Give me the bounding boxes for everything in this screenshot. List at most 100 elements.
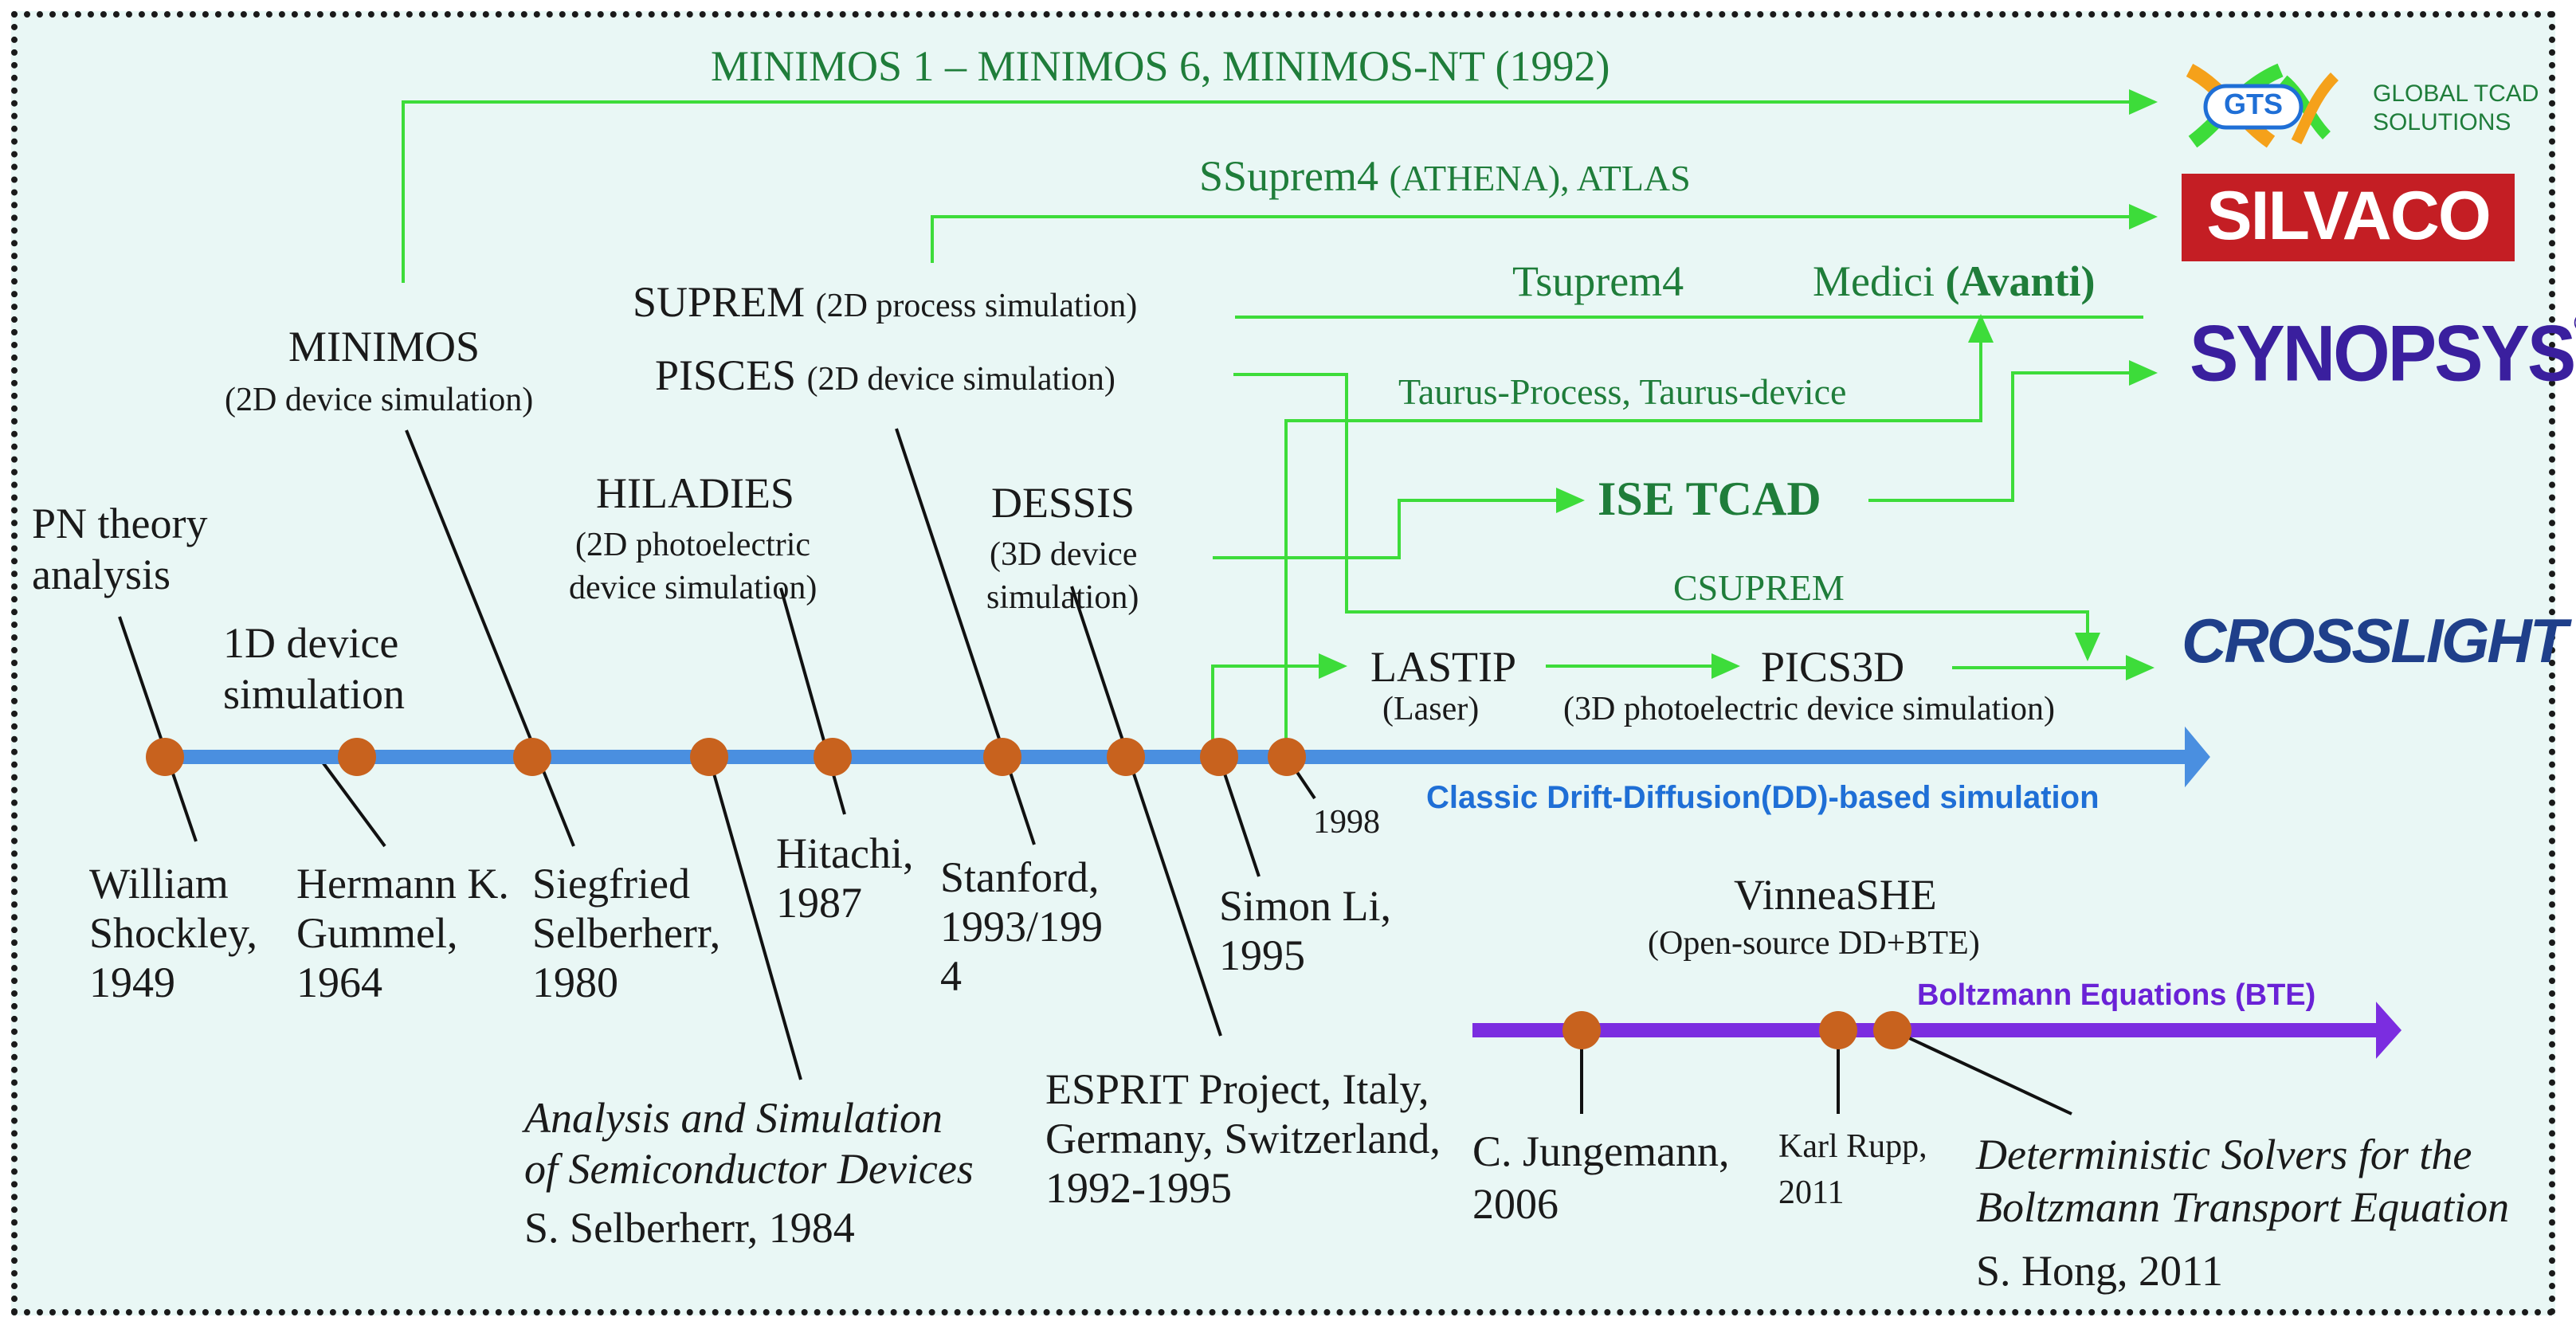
dd-axis-label: Classic Drift-Diffusion(DD)-based simula… [1426, 780, 2100, 815]
medici-label: Medici (Avanti) [1813, 257, 2095, 306]
simonli-line-1: Simon Li, [1219, 882, 1392, 930]
gts-logo-icon [2186, 63, 2339, 148]
pisces-line [1233, 373, 2100, 661]
node-1980 [513, 738, 551, 776]
lastip-subtitle: (Laser) [1382, 691, 1480, 727]
year-1998: 1998 [1313, 804, 1380, 841]
simonli-line-2: 1995 [1219, 931, 1305, 979]
gts-logo-caption: GLOBAL TCAD SOLUTIONS [2373, 80, 2539, 137]
medici-text: Medici [1813, 257, 1935, 305]
synopsys-logo: SYNOPSYS® [2190, 309, 2576, 400]
book-title-2: of Semiconductor Devices [524, 1145, 974, 1193]
dessis-subtitle-1: (3D device [990, 536, 1138, 573]
taurus-label: Taurus-Process, Taurus-device [1398, 371, 1847, 412]
connector-lines [118, 428, 1316, 1080]
selberherr-line-2: Selberherr, [532, 909, 721, 957]
bte-axis [1472, 1002, 2402, 1059]
gummel-label: Hermann K. Gummel, 1964 [296, 859, 509, 1007]
oned-2: simulation [223, 670, 405, 718]
pics3d-title: PICS3D [1761, 643, 1905, 691]
minimos-title: MINIMOS [288, 323, 480, 370]
node-1949 [146, 738, 184, 776]
suprem-subtitle: (2D process simulation) [815, 288, 1138, 324]
dd-nodes [146, 738, 1306, 776]
hitachi-line-2: 1987 [776, 879, 862, 927]
dd-axis [151, 726, 2210, 788]
selberherr-line-1: Siegfried [532, 860, 690, 908]
hitachi-label: Hitachi, 1987 [776, 829, 913, 927]
ssuprem-line [931, 204, 2158, 263]
rupp-line-2: 2011 [1778, 1174, 1845, 1211]
shockley-line-1: William [89, 860, 229, 908]
node-1987 [814, 738, 852, 776]
bte-axis-label: Boltzmann Equations (BTE) [1917, 978, 2316, 1012]
stanford-label: Stanford, 1993/199 4 [940, 853, 1103, 1001]
crosslight-logo: CROSSLIGHT [2182, 606, 2567, 676]
viennashe-subtitle: (Open-source DD+BTE) [1648, 925, 1980, 962]
node-1998 [1268, 738, 1306, 776]
hiladies-subtitle-1: (2D photoelectric [575, 527, 811, 563]
node-1992 [1107, 738, 1145, 776]
rupp-line-1: Karl Rupp, [1778, 1128, 1927, 1165]
lastip-branch-line [1211, 653, 1347, 754]
csuprem-label: CSUPREM [1673, 567, 1845, 608]
jungemann-line-1: C. Jungemann, [1472, 1127, 1730, 1175]
suprem-label: SUPREM (2D process simulation) [633, 277, 1137, 327]
ise-to-synopsys-line [1868, 360, 2158, 502]
hitachi-line-1: Hitachi, [776, 829, 914, 877]
pn-theory-2: analysis [32, 551, 171, 598]
ssuprem-main: SSuprem4 [1199, 152, 1379, 200]
dessis-title: DESSIS [991, 479, 1135, 527]
jungemann-label: C. Jungemann, 2006 [1472, 1125, 1729, 1230]
viennashe-title: VinneaSHE [1734, 871, 1937, 919]
hong-author: S. Hong, 2011 [1976, 1247, 2224, 1295]
tsuprem-label: Tsuprem4 [1512, 257, 1684, 305]
node-1964 [338, 738, 376, 776]
node-1995 [1200, 738, 1238, 776]
oned-1: 1D device [223, 619, 399, 667]
deterministic-title-2: Boltzmann Transport Equation [1976, 1183, 2510, 1231]
synopsys-text: SYNOPSYS [2190, 309, 2576, 398]
esprit-line-2: Germany, Switzerland, [1045, 1115, 1441, 1162]
jungemann-line-2: 2006 [1472, 1180, 1559, 1228]
avanti-text: (Avanti) [1945, 257, 2096, 305]
gummel-line-1: Hermann K. [296, 860, 509, 908]
pisces-subtitle: (2D device simulation) [806, 361, 1115, 398]
node-1993 [983, 738, 1021, 776]
bte-nodes [1562, 1011, 1911, 1049]
dessis-subtitle-2: simulation) [986, 579, 1139, 616]
rupp-label: Karl Rupp, 2011 [1778, 1123, 1927, 1216]
suprem-title: SUPREM [633, 278, 806, 326]
ise-tcad-label: ISE TCAD [1598, 472, 1821, 525]
node-1984 [690, 738, 728, 776]
flow-lines [402, 89, 2158, 754]
simonli-label: Simon Li, 1995 [1219, 881, 1391, 980]
stanford-line-1: Stanford, [940, 853, 1100, 901]
stanford-line-3: 4 [940, 952, 962, 1000]
taurus-line [1284, 314, 1994, 754]
ssuprem-paren: (ATHENA), ATLAS [1389, 158, 1691, 198]
shockley-label: William Shockley, 1949 [89, 859, 257, 1007]
lastip-title: LASTIP [1370, 643, 1517, 691]
stanford-line-2: 1993/199 [940, 903, 1104, 951]
pics3d-subtitle: (3D photoelectric device simulation) [1563, 691, 2055, 727]
deterministic-title-1: Deterministic Solvers for the [1976, 1131, 2472, 1178]
node-2006 [1562, 1011, 1601, 1049]
node-2011-hong [1873, 1011, 1911, 1049]
dessis-to-ise-line [1213, 488, 1585, 559]
selberherr-line-3: 1980 [532, 959, 618, 1006]
ssuprem-label: SSuprem4 (ATHENA), ATLAS [1199, 151, 1691, 201]
pn-theory-1: PN theory [32, 500, 208, 547]
minimos-line [402, 89, 2158, 283]
shockley-line-2: Shockley, [89, 909, 257, 957]
gts-caption-1: GLOBAL TCAD [2373, 80, 2539, 107]
book-title-1: Analysis and Simulation [524, 1094, 943, 1142]
gummel-line-2: Gummel, [296, 909, 458, 957]
hiladies-subtitle-2: device simulation) [569, 570, 817, 606]
pisces-label: PISCES (2D device simulation) [655, 351, 1115, 400]
esprit-label: ESPRIT Project, Italy, Germany, Switzerl… [1045, 1064, 1441, 1213]
pisces-title: PISCES [655, 351, 797, 399]
node-2011-rupp [1819, 1011, 1857, 1049]
minimos-subtitle: (2D device simulation) [225, 382, 534, 418]
